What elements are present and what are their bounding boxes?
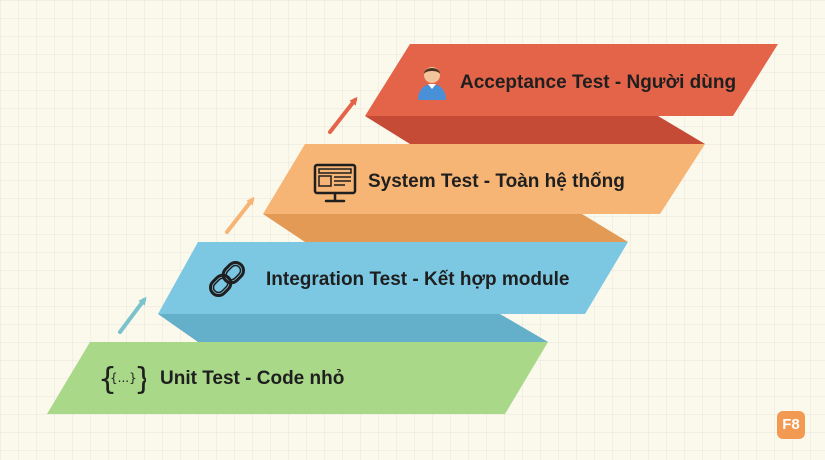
integration-test-band bbox=[158, 242, 628, 314]
integration-test-label: Integration Test - Kết hợp module bbox=[266, 269, 570, 290]
user-icon bbox=[414, 62, 450, 100]
acceptance-test-label: Acceptance Test - Người dùng bbox=[460, 72, 737, 93]
arrow-unit-to-integration bbox=[118, 296, 147, 334]
code-icon-text: {...} bbox=[110, 371, 137, 385]
system-step-side bbox=[263, 214, 628, 242]
monitor-icon bbox=[313, 163, 357, 205]
svg-text:{: { bbox=[98, 362, 117, 396]
integration-step-side bbox=[158, 314, 548, 342]
unit-test-label: Unit Test - Code nhỏ bbox=[160, 368, 345, 389]
chain-link-icon bbox=[203, 255, 251, 303]
arrow-integration-to-system bbox=[225, 196, 255, 234]
acceptance-step-side bbox=[365, 116, 705, 144]
system-test-band bbox=[263, 144, 705, 214]
unit-test-band bbox=[47, 342, 548, 414]
f8-logo: F8 bbox=[777, 411, 805, 439]
acceptance-test-band bbox=[365, 44, 778, 116]
code-braces-icon: { } {...} bbox=[98, 360, 153, 397]
arrow-system-to-acceptance bbox=[328, 96, 358, 134]
system-test-label: System Test - Toàn hệ thống bbox=[368, 171, 625, 192]
